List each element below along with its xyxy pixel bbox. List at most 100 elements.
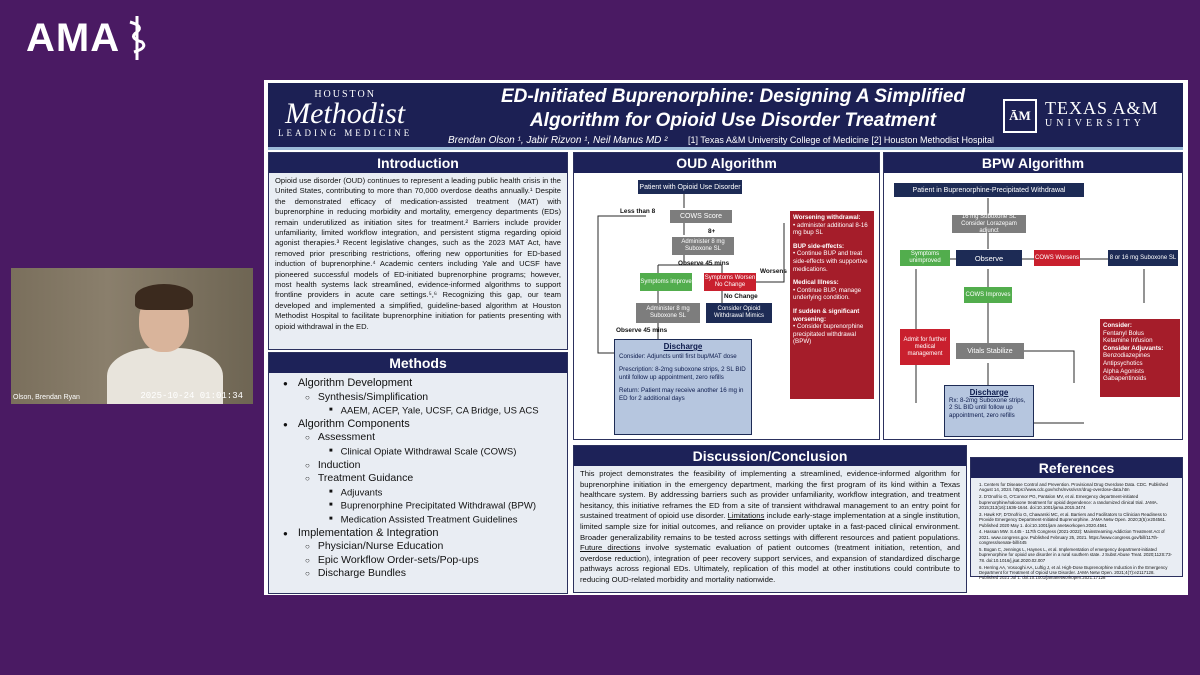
references-panel: References 1. Centers for Disease Contro…	[970, 457, 1183, 580]
oud-start-node: Patient with Opioid Use Disorder	[638, 180, 742, 194]
research-poster: HOUSTON Methodist LEADING MEDICINE ED-In…	[264, 80, 1188, 595]
methods-item: Adjuvants	[283, 486, 563, 500]
oud-side-guidance-box: Worsening withdrawal: • administer addit…	[790, 211, 874, 399]
oud-discharge-title: Discharge	[663, 342, 703, 351]
participant-name: Olson, Brendan Ryan	[13, 394, 80, 401]
methods-item: Epic Workflow Order-sets/Pop-ups	[283, 554, 563, 568]
hm-line3: LEADING MEDICINE	[278, 128, 413, 138]
bpw-consider-0: Fentanyl Bolus	[1103, 329, 1144, 337]
bpw-vitals-node: Vitals Stabilize	[956, 343, 1024, 359]
oud-algorithm-panel: OUD Algorithm Patient with Opioid Use Di…	[573, 152, 880, 440]
methods-item: Algorithm Components	[283, 418, 563, 432]
discussion-limitations: Limitations	[727, 511, 765, 521]
reference-item: 2. D'Onofrio G, O'Connor PG, Pantalon MV…	[979, 494, 1158, 511]
reference-item: 6. Herring AA, Vosooghi AA, Luftig J, et…	[979, 564, 1168, 581]
discussion-panel: Discussion/Conclusion This project demon…	[573, 445, 967, 593]
oud-admin-8mg-node: Administer 8 mg Suboxone SL	[672, 237, 734, 255]
oud-discharge-box: Discharge Consider: Adjuncts until first…	[614, 339, 752, 435]
poster-header: HOUSTON Methodist LEADING MEDICINE ED-In…	[268, 83, 1183, 150]
methods-item: Discharge Bundles	[283, 567, 563, 581]
bpw-adjuvant-2: Alpha Agonists	[1103, 367, 1144, 375]
title-line-2: Algorithm for Opioid Use Disorder Treatm…	[529, 110, 937, 131]
side-bup-text: • Continue BUP and treat side-effects wi…	[793, 250, 868, 273]
oud-worsens-label: Worsens	[760, 268, 787, 275]
reference-item: 1. Centers for Disease Control and Preve…	[979, 482, 1168, 493]
bpw-adjuvants-title: Consider Adjuvants:	[1103, 344, 1164, 352]
oud-heading: OUD Algorithm	[574, 153, 879, 173]
discussion-text: This project demonstrates the feasibilit…	[574, 466, 966, 589]
bpw-start-node: Patient in Buprenorphine-Precipitated Wi…	[894, 183, 1084, 197]
side-bup-title: BUP side-effects:	[793, 242, 845, 250]
oud-symptoms-worsen-node: Symptoms Worsen No Change	[704, 273, 756, 291]
participant-shirt	[107, 348, 223, 404]
participant-hair	[135, 284, 193, 310]
oud-8-plus-label: 8+	[708, 228, 716, 235]
oud-discharge-prescription: Prescription: 8-2mg suboxone strips, 2 S…	[619, 366, 746, 381]
oud-observe-45-label: Observe 45 mins	[678, 260, 730, 267]
discussion-text-a: This project demonstrates the feasibilit…	[580, 469, 960, 521]
oud-discharge-return: Return: Patient may receive another 16 m…	[619, 387, 744, 402]
side-worsening-title: Worsening withdrawal:	[793, 214, 861, 221]
references-heading: References	[971, 458, 1182, 478]
bpw-cows-worsens-node: COWS Worsens	[1034, 250, 1080, 266]
methods-item: AAEM, ACEP, Yale, UCSF, CA Bridge, US AC…	[283, 404, 563, 418]
bpw-consider-title: Consider:	[1103, 322, 1132, 329]
methods-item: Treatment Guidance	[283, 472, 563, 486]
oud-observe-45-second-label: Observe 45 mins	[616, 327, 668, 334]
side-sudden-text: • Consider buprenorphine precipitated wi…	[793, 323, 864, 346]
participant-video-tile[interactable]: Olson, Brendan Ryan 2025-10-24 01:01:34	[11, 268, 253, 404]
methods-item: Induction	[283, 459, 563, 473]
bpw-heading: BPW Algorithm	[884, 153, 1182, 173]
bpw-adjuvant-0: Benzodiazepines	[1103, 352, 1151, 360]
oud-symptoms-improve-node: Symptoms improve	[640, 273, 692, 291]
reference-item: 3. Hawk KF, D'Onofrio G, Chawarski MC, e…	[979, 511, 1167, 528]
bpw-cows-improves-node: COWS Improves	[964, 287, 1012, 303]
oud-withdrawal-mimics-node: Consider Opioid Withdrawal Mimics	[706, 303, 772, 323]
side-worsening-text: • administer additional 8-16 mg bup SL	[793, 221, 868, 237]
bpw-admit-node: Admit for further medical management	[900, 329, 950, 365]
bpw-more-bup-node: 8 or 16 mg Suboxone SL	[1108, 250, 1178, 266]
methods-list: Algorithm DevelopmentSynthesis/Simplific…	[269, 373, 567, 581]
references-list: 1. Centers for Disease Control and Preve…	[971, 478, 1182, 586]
title-line-1: ED-Initiated Buprenorphine: Designing A …	[500, 86, 966, 107]
tam-line2: UNIVERSITY	[1045, 118, 1145, 129]
oud-admin-8mg-second-node: Administer 8 mg Suboxone SL	[636, 303, 700, 323]
bpw-algorithm-panel: BPW Algorithm Patient in Buprenorphine-P…	[883, 152, 1183, 440]
oud-cows-node: COWS Score	[670, 210, 732, 223]
discussion-text-c: involve systematic evaluation of patient…	[580, 543, 960, 584]
methods-item: Medication Assisted Treatment Guidelines	[283, 513, 563, 527]
methods-item: Algorithm Development	[283, 377, 563, 391]
bpw-adjuvant-3: Gabapentinoids	[1103, 375, 1147, 383]
bpw-adjuvant-1: Antipsychotics	[1103, 359, 1143, 367]
bpw-unimproved-node: Symptoms unimproved	[900, 250, 950, 266]
methods-item: Physician/Nurse Education	[283, 540, 563, 554]
reference-item: 4. Hassan MW. S.445 - 117th Congress (20…	[979, 529, 1165, 546]
tam-line1: TEXAS A&M	[1045, 98, 1159, 118]
ama-logo-text: AMA	[26, 15, 121, 60]
side-sudden-title: If sudden & significant worsening:	[793, 307, 860, 323]
oud-discharge-consider: Consider: Adjuncts until first bup/MAT d…	[619, 352, 737, 360]
bpw-16mg-node: 16 mg Suboxone SL Consider Lorazepam adj…	[952, 214, 1026, 234]
bpw-consider-box: Consider: Fentanyl Bolus Ketamine Infusi…	[1100, 319, 1180, 397]
affiliations: [1] Texas A&M University College of Medi…	[688, 135, 994, 145]
poster-title: ED-Initiated Buprenorphine: Designing A …	[463, 85, 1003, 133]
bpw-consider-1: Ketamine Infusion	[1103, 337, 1153, 345]
methods-item: Implementation & Integration	[283, 527, 563, 541]
introduction-heading: Introduction	[269, 153, 567, 173]
methods-heading: Methods	[269, 353, 567, 373]
authors: Brendan Olson ¹, Jabir Rizvon ¹, Neil Ma…	[448, 135, 668, 146]
methods-item: Buprenorphine Precipitated Withdrawal (B…	[283, 499, 563, 513]
bpw-observe-node: Observe	[956, 250, 1022, 266]
methods-panel: Methods Algorithm DevelopmentSynthesis/S…	[268, 352, 568, 594]
oud-less-than-8-label: Less than 8	[620, 208, 656, 215]
tam-mark: ĀM	[1003, 99, 1037, 133]
ama-logo: AMA	[26, 14, 152, 62]
hm-line1: HOUSTON	[314, 89, 376, 100]
methods-item: Assessment	[283, 431, 563, 445]
staff-of-asclepius-icon	[129, 16, 146, 60]
bpw-discharge-box: Discharge Rx: 8-2mg Suboxone strips, 2 S…	[944, 385, 1034, 437]
reference-item: 5. Bogan C, Jennings L, Haynes L, et al.…	[979, 547, 1172, 563]
discussion-text-b: include early-stage implementation at a …	[580, 511, 960, 542]
methods-item: Synthesis/Simplification	[283, 391, 563, 405]
